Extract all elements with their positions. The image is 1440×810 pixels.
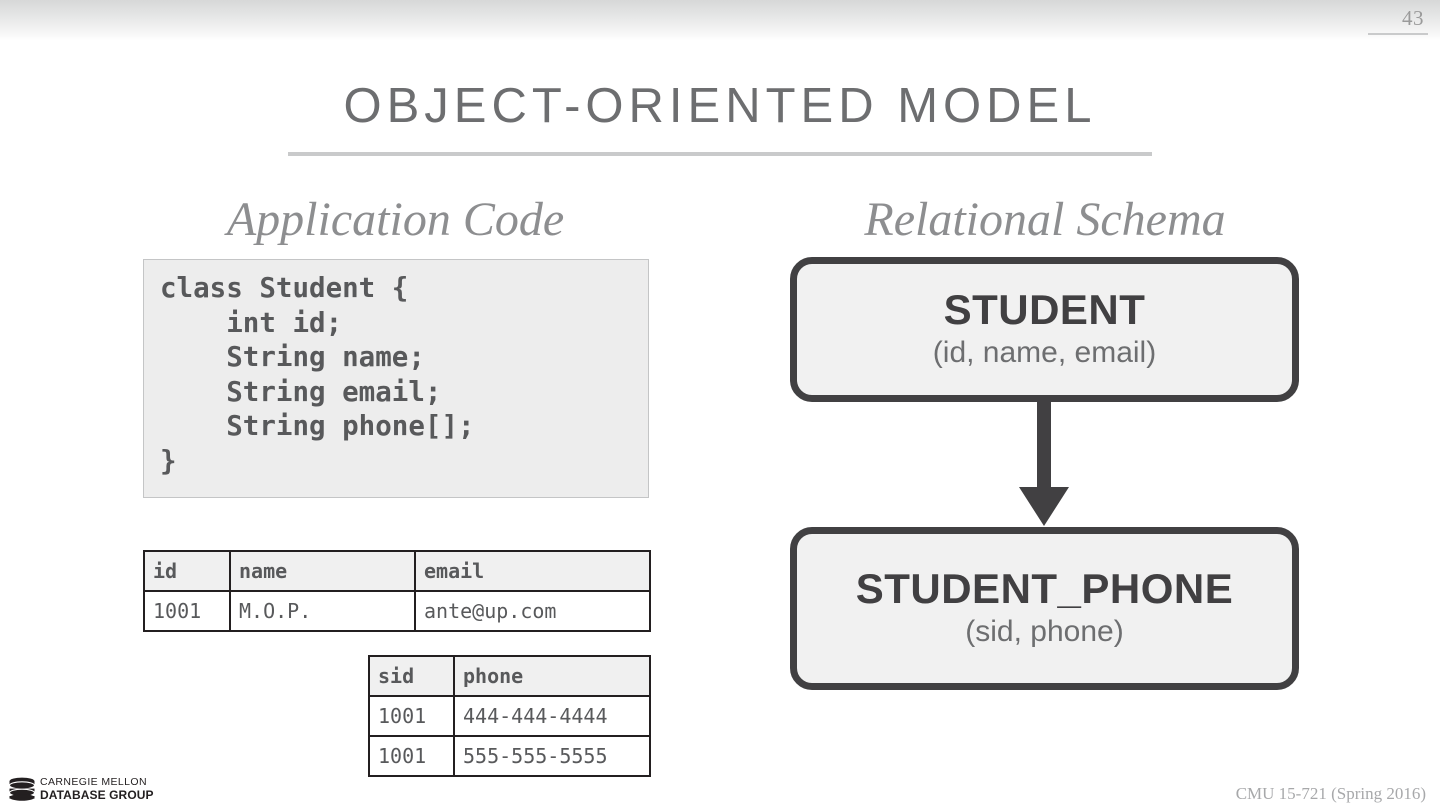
code-text: class Student { int id; String name; Str…: [160, 272, 475, 477]
table-cell: 1001: [368, 695, 455, 737]
schema-table-name: STUDENT_PHONE: [855, 565, 1234, 613]
table-cell: 555-555-5555: [453, 735, 651, 777]
slide-number-rule: [1368, 33, 1428, 35]
course-footer: CMU 15-721 (Spring 2016): [1235, 784, 1426, 803]
table-cell: ante@up.com: [414, 590, 651, 632]
schema-table-attributes: (sid, phone): [965, 614, 1124, 648]
column-header: phone: [453, 655, 651, 697]
schema-table-name: STUDENT: [943, 286, 1146, 334]
cmu-database-group-logo: CARNEGIE MELLON DATABASE GROUP: [8, 777, 154, 801]
column-header: sid: [368, 655, 455, 697]
table-cell: 1001: [368, 735, 455, 777]
student-phone-data-table: sid phone 1001 444-444-4444 1001 555-555…: [368, 655, 651, 777]
slide-number: 43: [1402, 6, 1424, 30]
schema-box-student-phone: STUDENT_PHONE (sid, phone): [790, 527, 1299, 690]
section-heading-application-code: Application Code: [226, 193, 565, 246]
down-arrow-icon: [1019, 402, 1069, 526]
table-cell: 1001: [143, 590, 231, 632]
section-heading-relational-schema: Relational Schema: [864, 193, 1226, 246]
database-cylinder-icon: [8, 777, 36, 801]
schema-table-attributes: (id, name, email): [932, 335, 1157, 369]
table-header-row: id name email: [143, 550, 651, 592]
table-row: 1001 444-444-4444: [368, 695, 651, 737]
top-gradient-bar: [0, 0, 1440, 40]
table-header-row: sid phone: [368, 655, 651, 697]
page-title: OBJECT-ORIENTED MODEL: [343, 79, 1097, 133]
code-block: class Student { int id; String name; Str…: [143, 259, 649, 498]
schema-box-student: STUDENT (id, name, email): [790, 257, 1299, 402]
table-cell: M.O.P.: [229, 590, 416, 632]
logo-line-carnegie-mellon: CARNEGIE MELLON: [40, 776, 147, 789]
table-row: 1001 M.O.P. ante@up.com: [143, 590, 651, 632]
column-header: email: [414, 550, 651, 592]
table-cell: 444-444-4444: [453, 695, 651, 737]
table-row: 1001 555-555-5555: [368, 735, 651, 777]
column-header: id: [143, 550, 231, 592]
column-header: name: [229, 550, 416, 592]
logo-line-database-group: DATABASE GROUP: [40, 787, 154, 802]
student-data-table: id name email 1001 M.O.P. ante@up.com: [143, 550, 651, 632]
title-underline: [288, 152, 1152, 156]
